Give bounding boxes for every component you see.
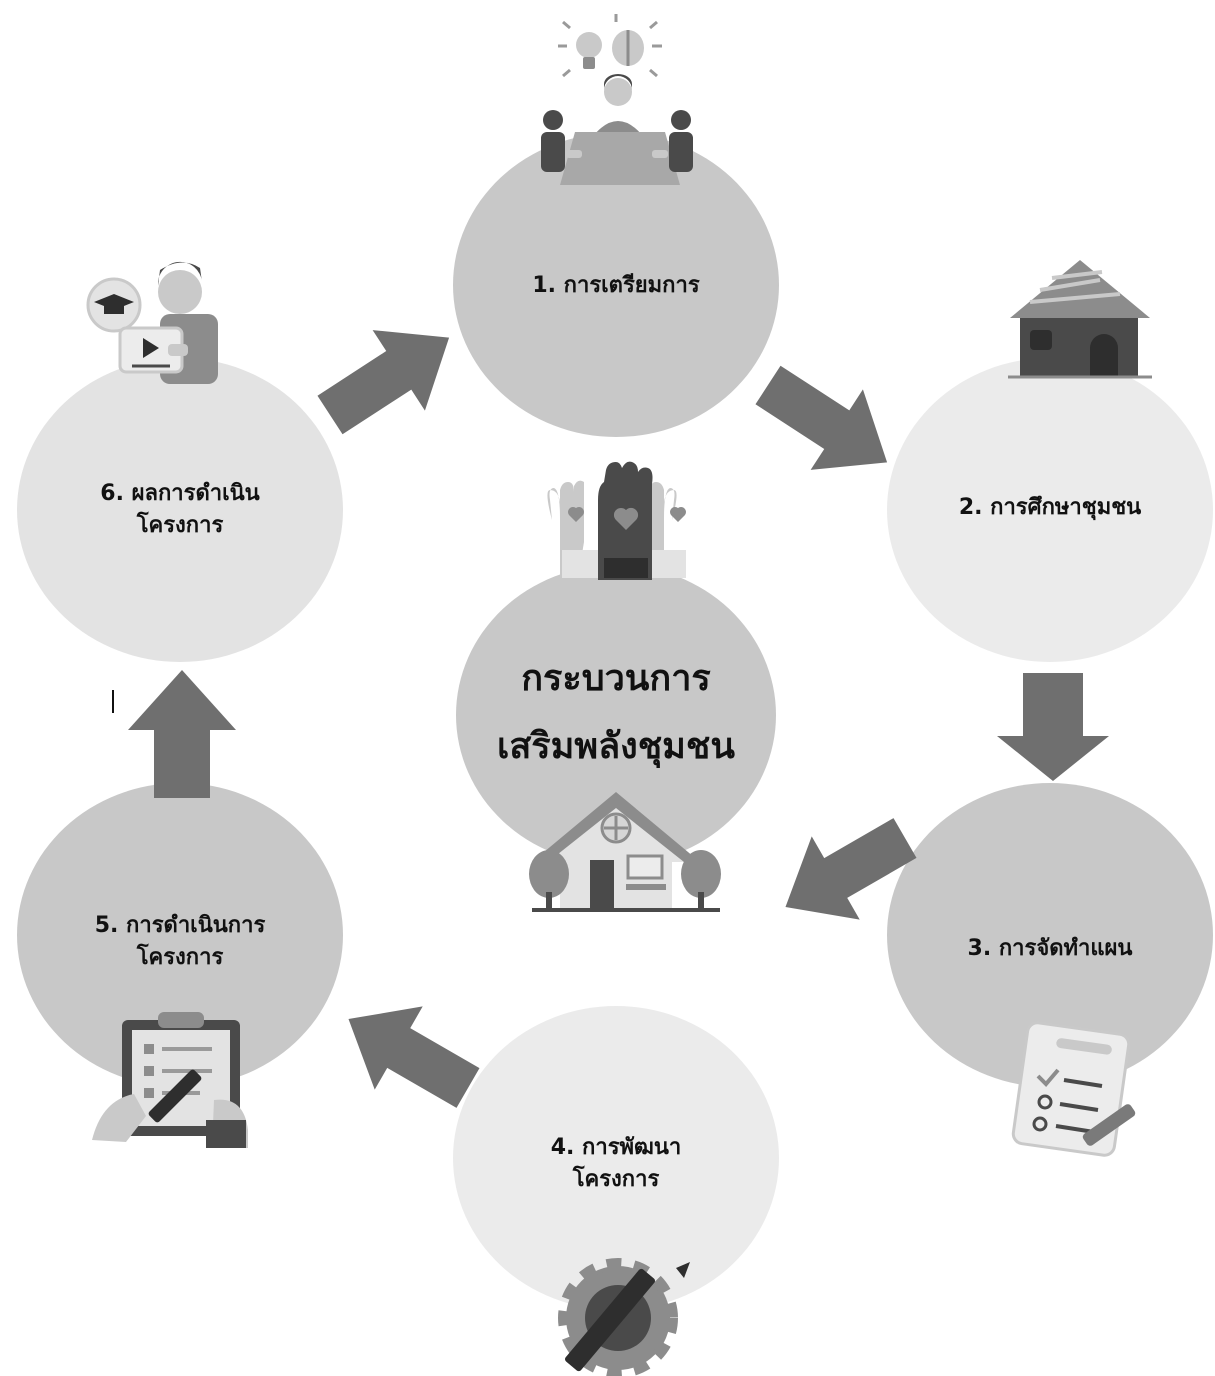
step-5-circle: [17, 783, 343, 1087]
center-title: กระบวนการ เสริมพลังชุมชน: [466, 645, 766, 782]
step-4-line1: 4. การพัฒนา: [550, 1135, 682, 1160]
step-1-line1: 1. การเตรียมการ: [532, 273, 700, 298]
center-title-line2: เสริมพลังชุมชน: [497, 726, 735, 768]
clipboard-icon: [92, 1012, 248, 1148]
teacher-icon: [86, 261, 218, 384]
raised-hands-icon: [547, 461, 686, 580]
step-6-circle: [17, 358, 343, 662]
step-2-line1: 2. การศึกษาชุมชน: [958, 495, 1142, 520]
arrow-2-to-3: [997, 673, 1109, 781]
step-6-label: 6. ผลการดำเนิน โครงการ: [30, 478, 330, 542]
step-2-label: 2. การศึกษาชุมชน: [900, 492, 1200, 524]
gear-pencil-icon: [558, 1258, 690, 1376]
arrow-1-to-2: [755, 365, 888, 470]
step-3-label: 3. การจัดทำแผน: [900, 933, 1200, 965]
step-2-circle: [887, 358, 1213, 662]
community-house-icon: [529, 792, 721, 912]
step-1-label: 1. การเตรียมการ: [466, 270, 766, 302]
step-6-line1: 6. ผลการดำเนิน: [100, 481, 260, 506]
arrow-3-to-4: [785, 818, 917, 920]
step-6-line2: โครงการ: [136, 512, 224, 538]
arrow-4-to-5: [348, 1006, 480, 1108]
checklist-icon: [1011, 1021, 1136, 1157]
step-4-line2: โครงการ: [572, 1166, 660, 1192]
step-5-label: 5. การดำเนินการ โครงการ: [30, 910, 330, 974]
step-4-label: 4. การพัฒนา โครงการ: [466, 1132, 766, 1196]
step-5-line2: โครงการ: [136, 944, 224, 970]
step-5-line1: 5. การดำเนินการ: [94, 913, 266, 938]
arrow-5-to-6: [128, 670, 236, 798]
center-circle: [456, 565, 776, 865]
meeting-icon: [541, 14, 693, 185]
step-4-circle: [453, 1006, 779, 1310]
arrow-6-to-1: [317, 330, 450, 435]
step-3-line1: 3. การจัดทำแผน: [967, 936, 1133, 961]
step-3-circle: [887, 783, 1213, 1087]
house-icon: [1008, 260, 1152, 379]
step-1-circle: [453, 133, 779, 437]
center-title-line1: กระบวนการ: [521, 658, 711, 699]
